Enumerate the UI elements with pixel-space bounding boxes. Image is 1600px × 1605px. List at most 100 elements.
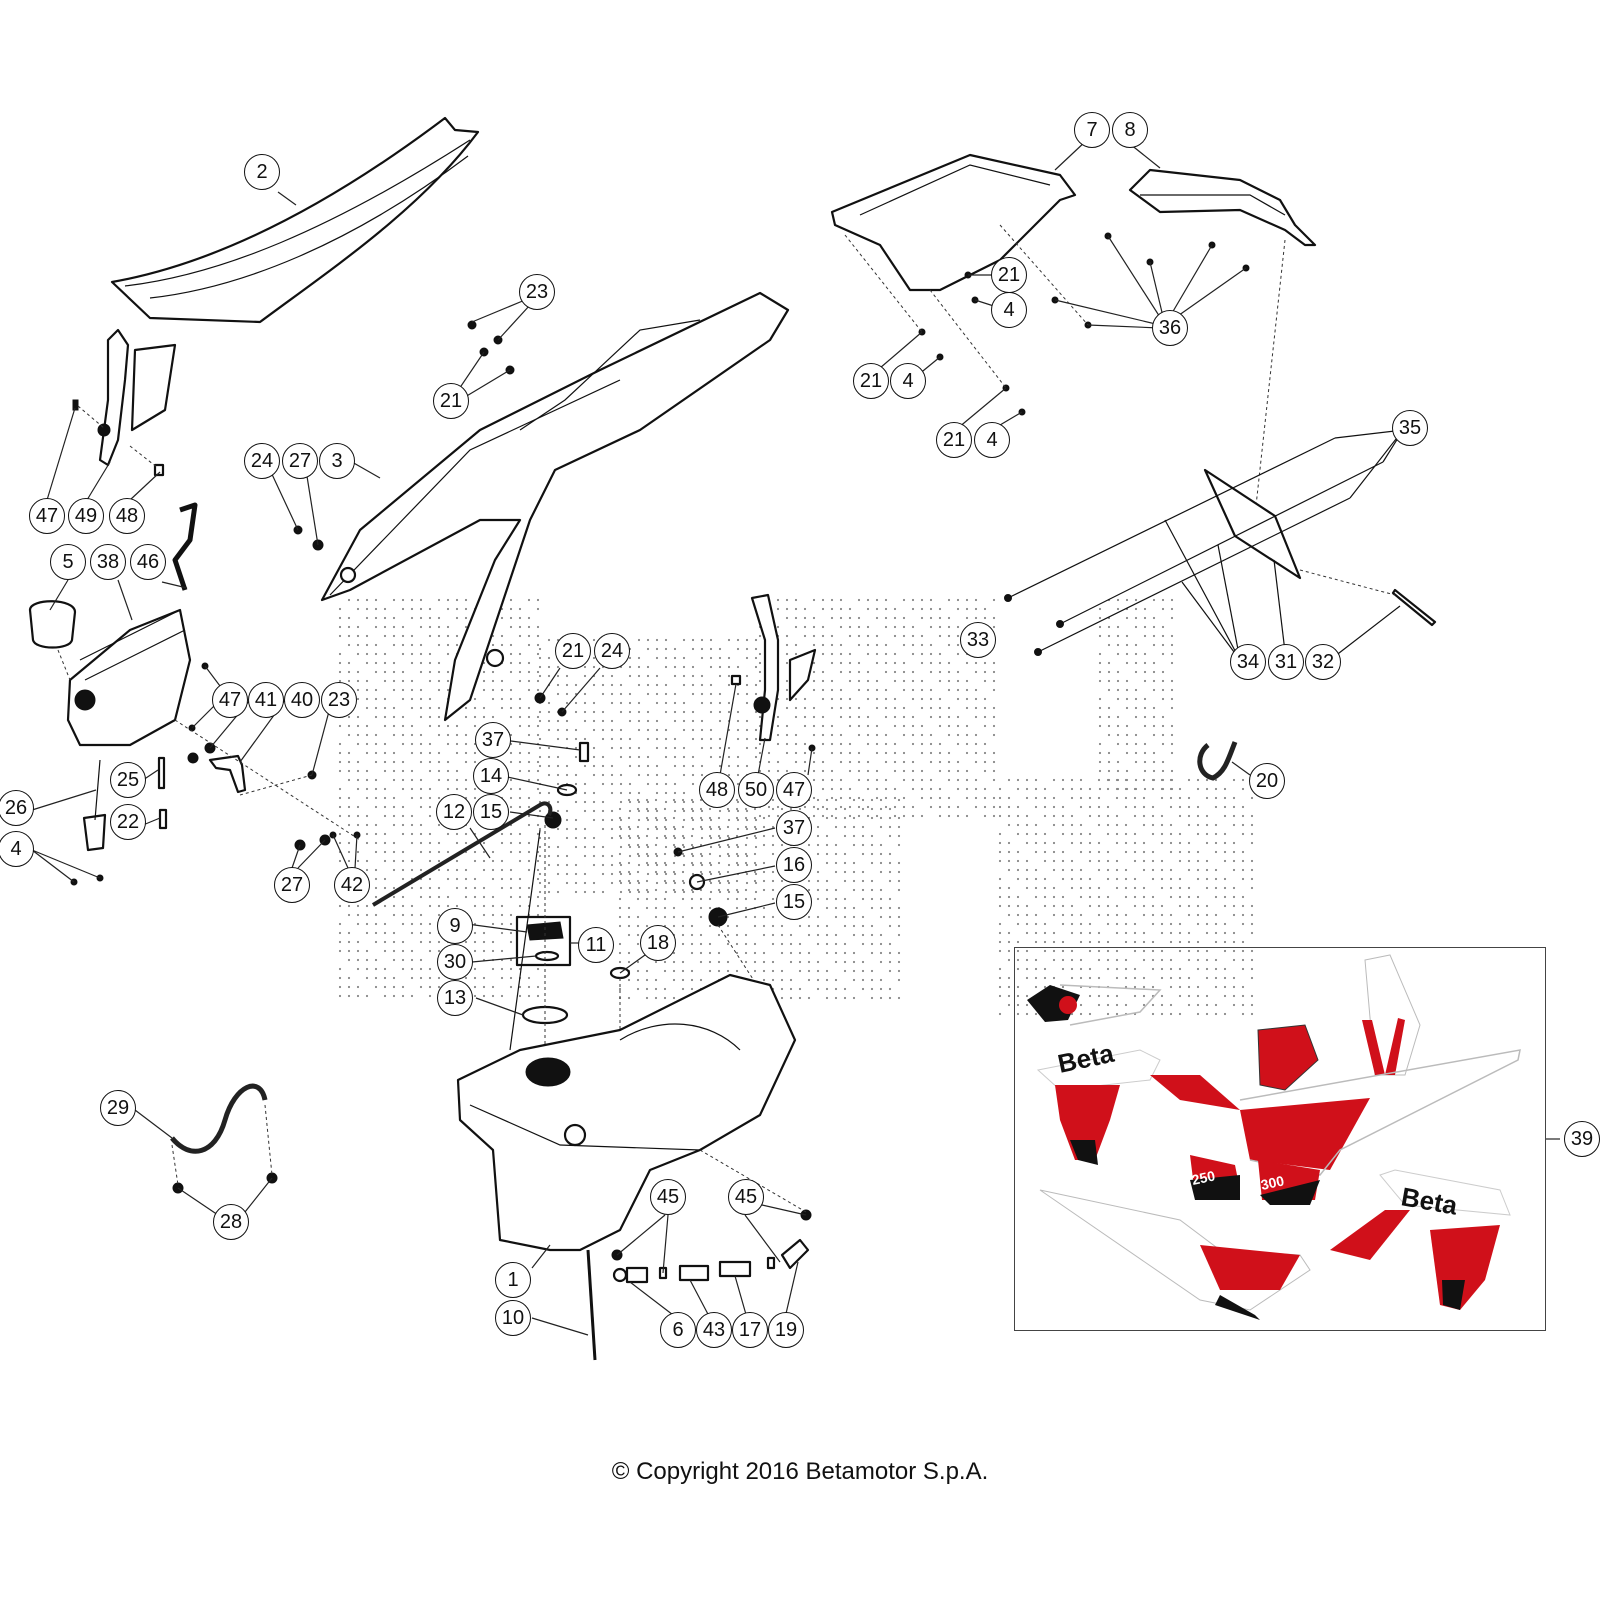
callout-1[interactable]: 1	[495, 1262, 531, 1298]
callout-7[interactable]: 7	[1074, 112, 1110, 148]
license-plate-holder-part[interactable]	[1004, 429, 1437, 661]
callout-15[interactable]: 15	[776, 884, 812, 920]
fuel-tank-part[interactable]	[456, 973, 812, 1361]
callout-5[interactable]: 5	[50, 544, 86, 580]
callout-4[interactable]: 4	[890, 363, 926, 399]
callout-35[interactable]: 35	[1392, 410, 1428, 446]
watermark-dot	[1107, 751, 1111, 755]
callout-37[interactable]: 37	[776, 810, 812, 846]
callout-45[interactable]: 45	[728, 1179, 764, 1215]
callout-9[interactable]: 9	[437, 908, 473, 944]
callout-33[interactable]: 33	[960, 622, 996, 658]
callout-22[interactable]: 22	[110, 804, 146, 840]
callout-3[interactable]: 3	[319, 443, 355, 479]
breather-hose-part[interactable]	[134, 1083, 278, 1216]
callout-21[interactable]: 21	[853, 363, 889, 399]
watermark-dot	[374, 598, 378, 602]
callout-14[interactable]: 14	[473, 758, 509, 794]
callout-20[interactable]: 20	[1249, 763, 1285, 799]
callout-13[interactable]: 13	[437, 980, 473, 1016]
callout-12[interactable]: 12	[436, 794, 472, 830]
callout-24[interactable]: 24	[244, 443, 280, 479]
grab-handle-part[interactable]	[844, 139, 1317, 516]
right-side-panel-bracket-part[interactable]	[719, 593, 817, 776]
callout-49[interactable]: 49	[68, 498, 104, 534]
watermark-dot	[464, 616, 468, 620]
callout-11[interactable]: 11	[578, 927, 614, 963]
callout-25[interactable]: 25	[110, 762, 146, 798]
callout-15[interactable]: 15	[473, 794, 509, 830]
tail-light-strap-part[interactable]	[1197, 741, 1251, 781]
callout-26[interactable]: 26	[0, 790, 34, 826]
callout-27[interactable]: 27	[274, 867, 310, 903]
rear-fender-part[interactable]	[830, 139, 1088, 292]
callout-31[interactable]: 31	[1268, 644, 1304, 680]
watermark-dot	[709, 638, 713, 642]
callout-28[interactable]: 28	[213, 1204, 249, 1240]
callout-2[interactable]: 2	[244, 154, 280, 190]
callout-23[interactable]: 23	[321, 682, 357, 718]
watermark-dot	[821, 715, 825, 719]
watermark-dot	[1214, 787, 1218, 791]
watermark-dot	[888, 987, 892, 991]
callout-4[interactable]: 4	[0, 831, 34, 867]
callout-19[interactable]: 19	[768, 1312, 804, 1348]
callout-48[interactable]: 48	[699, 772, 735, 808]
callout-42[interactable]: 42	[334, 867, 370, 903]
callout-24[interactable]: 24	[594, 633, 630, 669]
watermark-dot	[419, 715, 423, 719]
watermark-dot	[911, 670, 915, 674]
watermark-dot	[1007, 886, 1011, 890]
callout-17[interactable]: 17	[732, 1312, 768, 1348]
watermark-dot	[410, 814, 414, 818]
watermark-dot	[628, 827, 632, 831]
callout-21[interactable]: 21	[433, 383, 469, 419]
watermark-dot	[646, 890, 650, 894]
callout-47[interactable]: 47	[212, 682, 248, 718]
watermark-dot	[947, 661, 951, 665]
callout-47[interactable]: 47	[29, 498, 65, 534]
callout-43[interactable]: 43	[696, 1312, 732, 1348]
seat-part[interactable]	[110, 116, 480, 324]
watermark-dot	[556, 800, 560, 804]
callout-50[interactable]: 50	[738, 772, 774, 808]
watermark-dot	[401, 859, 405, 863]
callout-39[interactable]: 39	[1564, 1121, 1600, 1157]
callout-47[interactable]: 47	[776, 772, 812, 808]
callout-21[interactable]: 21	[555, 633, 591, 669]
watermark-dot	[428, 895, 432, 899]
watermark-dot	[401, 760, 405, 764]
callout-32[interactable]: 32	[1305, 644, 1341, 680]
callout-21[interactable]: 21	[936, 422, 972, 458]
callout-6[interactable]: 6	[660, 1312, 696, 1348]
callout-16[interactable]: 16	[776, 847, 812, 883]
fuel-tank-mount-hardware[interactable]	[371, 739, 776, 1051]
callout-41[interactable]: 41	[248, 682, 284, 718]
callout-10[interactable]: 10	[495, 1300, 531, 1336]
callout-4[interactable]: 4	[991, 292, 1027, 328]
left-side-panel-bracket-part[interactable]	[46, 328, 177, 501]
callout-21[interactable]: 21	[991, 257, 1027, 293]
callout-18[interactable]: 18	[640, 925, 676, 961]
callout-30[interactable]: 30	[437, 944, 473, 980]
callout-29[interactable]: 29	[100, 1090, 136, 1126]
rear-side-panel-part[interactable]	[269, 291, 790, 722]
callout-8[interactable]: 8	[1112, 112, 1148, 148]
callout-48[interactable]: 48	[109, 498, 145, 534]
watermark-dot	[1097, 796, 1101, 800]
callout-45[interactable]: 45	[650, 1179, 686, 1215]
callout-23[interactable]: 23	[519, 274, 555, 310]
watermark-dot	[1160, 931, 1164, 935]
callout-38[interactable]: 38	[90, 544, 126, 580]
watermark-dot	[771, 879, 775, 883]
callout-36[interactable]: 36	[1152, 310, 1188, 346]
callout-34[interactable]: 34	[1230, 644, 1266, 680]
callout-4[interactable]: 4	[974, 422, 1010, 458]
watermark-dot	[627, 978, 631, 982]
callout-46[interactable]: 46	[130, 544, 166, 580]
callout-27[interactable]: 27	[282, 443, 318, 479]
callout-37[interactable]: 37	[475, 722, 511, 758]
watermark-dot	[691, 665, 695, 669]
watermark-dot	[538, 809, 542, 813]
callout-40[interactable]: 40	[284, 682, 320, 718]
